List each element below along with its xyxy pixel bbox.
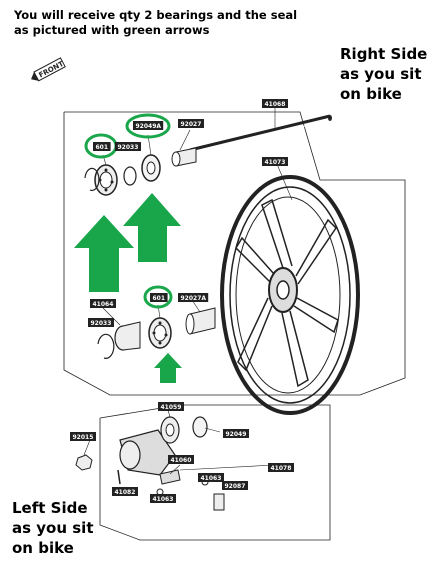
part-tag-text: 92033 [118, 144, 139, 151]
right-side-line-1: Right Side [340, 45, 428, 63]
seal-92049 [192, 416, 208, 438]
wheel-41073 [220, 175, 360, 415]
left-side-label: Left Side as you sit on bike [12, 498, 94, 558]
gear-41059 [160, 416, 180, 444]
part-tag-p41064: 41064 [90, 299, 116, 308]
part-tag-p92049A: 92049A [133, 121, 164, 130]
part-tag-text: 92027 [181, 121, 202, 128]
part-tag-text: 41082 [115, 489, 136, 496]
part-tag-p92087: 92087 [222, 481, 248, 490]
green-arrow-small [154, 353, 182, 383]
part-tag-p92049: 92049 [223, 429, 249, 438]
highlight-92049A [125, 113, 171, 139]
pinion-41060 [159, 469, 181, 485]
part-tag-text: 41068 [265, 101, 286, 108]
part-tag-p41078: 41078 [268, 463, 294, 472]
caption-line-2: as pictured with green arrows [14, 23, 210, 37]
bushing-92087 [213, 493, 225, 511]
part-tag-text: 92049A [136, 123, 162, 130]
upper-seal-92049A [141, 154, 161, 182]
part-tag-text: 41059 [161, 404, 182, 411]
highlight-601-mid [143, 285, 173, 309]
middle-hub-41064 [114, 321, 141, 351]
part-tag-p41068: 41068 [262, 99, 288, 108]
part-tag-text: 92049 [226, 431, 247, 438]
part-tag-p92033-mid: 92033 [88, 318, 114, 327]
part-tag-p92027A: 92027A [178, 293, 209, 302]
part-tag-text: 92033 [91, 320, 112, 327]
upper-circlip-92033 [84, 167, 100, 192]
left-side-line-1: Left Side [12, 499, 88, 517]
left-side-line-3: on bike [12, 539, 74, 557]
part-tag-text: 601 [153, 295, 166, 302]
part-number-tags: 601 92033 92049A 92027 41068 41073 41064 601 920… [70, 99, 294, 503]
green-arrows [74, 193, 182, 383]
part-tag-text: 41063 [201, 475, 222, 482]
upper-collar-92027 [171, 147, 197, 167]
instruction-caption: You will receive qty 2 bearings and the … [14, 8, 354, 38]
right-side-line-2: as you sit [340, 65, 422, 83]
front-badge: FRONT [31, 57, 66, 82]
middle-circlip-92033 [97, 333, 115, 359]
left-side-line-2: as you sit [12, 519, 94, 537]
part-tag-text: 601 [96, 144, 109, 151]
caption-line-1: You will receive qty 2 bearings and the … [14, 8, 298, 22]
part-tag-p601-mid: 601 [150, 293, 168, 302]
upper-bearing-601 [94, 164, 118, 196]
part-tag-text: 41073 [265, 159, 286, 166]
leader-lines [83, 129, 293, 475]
right-side-line-3: on bike [340, 85, 402, 103]
gear-housing-41078 [119, 429, 176, 476]
part-tag-p41063-a: 41063 [198, 473, 224, 482]
part-tag-text: 41064 [93, 301, 114, 308]
part-tag-text: 92027A [181, 295, 207, 302]
green-arrow-large-left [74, 215, 134, 292]
right-side-label: Right Side as you sit on bike [340, 44, 427, 104]
part-tag-text: 92087 [225, 483, 246, 490]
part-tag-text: 41060 [171, 457, 192, 464]
middle-bearing-601 [148, 317, 172, 349]
nut-92015 [75, 454, 93, 471]
middle-collar-92027A [185, 307, 216, 335]
part-tag-p92015: 92015 [70, 432, 96, 441]
part-tag-p41059: 41059 [158, 402, 184, 411]
upper-spacer [123, 166, 137, 186]
part-tag-p601-top: 601 [93, 142, 111, 151]
part-tag-p41082: 41082 [112, 487, 138, 496]
part-tag-text: 92015 [73, 434, 94, 441]
lower-callout-box [99, 404, 331, 541]
upper-callout-box [63, 111, 406, 396]
green-arrow-large-right [123, 193, 181, 262]
part-tag-p92033-top: 92033 [115, 142, 141, 151]
pin-41082 [117, 469, 121, 485]
part-tag-p41063-b: 41063 [150, 494, 176, 503]
axle-41068 [189, 108, 332, 155]
part-tag-p41073: 41073 [262, 157, 288, 166]
part-tag-text: 41063 [153, 496, 174, 503]
part-tag-text: 41078 [271, 465, 292, 472]
part-tag-p41060: 41060 [168, 455, 194, 464]
part-tag-p92027: 92027 [178, 119, 204, 128]
